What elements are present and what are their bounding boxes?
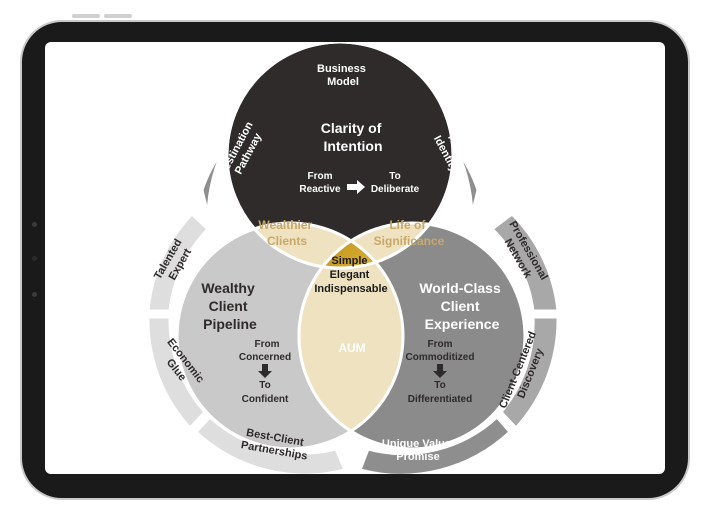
top-to-label: To xyxy=(389,171,400,182)
ring-segment-talented-expert xyxy=(146,211,211,313)
ring-segment-professional-network xyxy=(489,212,560,313)
top-from-value: Reactive xyxy=(299,184,341,195)
left-to-value: Confident xyxy=(242,394,289,405)
arrow-down-icon xyxy=(258,364,272,378)
overlap-wealthier-clients: Wealthier Clients xyxy=(258,218,315,248)
sensor-icon-2 xyxy=(32,292,37,297)
left-circle-title: Wealthy Client Pipeline xyxy=(201,280,258,332)
top-circle-title: Clarity of Intention xyxy=(321,120,386,154)
camera-icon xyxy=(32,256,37,261)
left-from-value: Concerned xyxy=(239,352,291,363)
ring-segment-economic-glue xyxy=(146,315,208,431)
top-from-label: From xyxy=(308,171,333,182)
label-business-model: Business Model xyxy=(317,63,369,88)
ring-segment-unique-value xyxy=(358,414,513,474)
right-from-value: Commoditized xyxy=(406,352,475,363)
tablet-top-button-2[interactable] xyxy=(104,14,132,18)
sensor-icon xyxy=(32,222,37,227)
left-to-label: To xyxy=(259,380,270,391)
tablet-top-button[interactable] xyxy=(72,14,100,18)
right-to-label: To xyxy=(434,380,445,391)
top-to-value: Deliberate xyxy=(371,184,420,195)
venn-diagram: Business Model Destination Pathway Hero … xyxy=(146,42,560,474)
right-circle-title: World-Class Client Experience xyxy=(419,280,504,332)
overlap-bottom xyxy=(299,223,403,449)
ring-segment-client-centered xyxy=(498,315,560,431)
arrow-down-icon-right xyxy=(433,364,447,378)
right-from-label: From xyxy=(428,339,453,350)
overlap-aum: AUM xyxy=(338,341,365,355)
overlap-life-of-significance: Life of Significance xyxy=(374,218,445,248)
arrow-right-icon xyxy=(347,180,365,194)
tablet-screen: Business Model Destination Pathway Hero … xyxy=(45,42,665,474)
label-unique-value-promise: Unique Value Promise xyxy=(382,438,454,463)
center-label: Simple Elegant Indispensable xyxy=(314,255,387,295)
right-to-value: Differentiated xyxy=(408,394,472,405)
left-from-label: From xyxy=(255,339,280,350)
